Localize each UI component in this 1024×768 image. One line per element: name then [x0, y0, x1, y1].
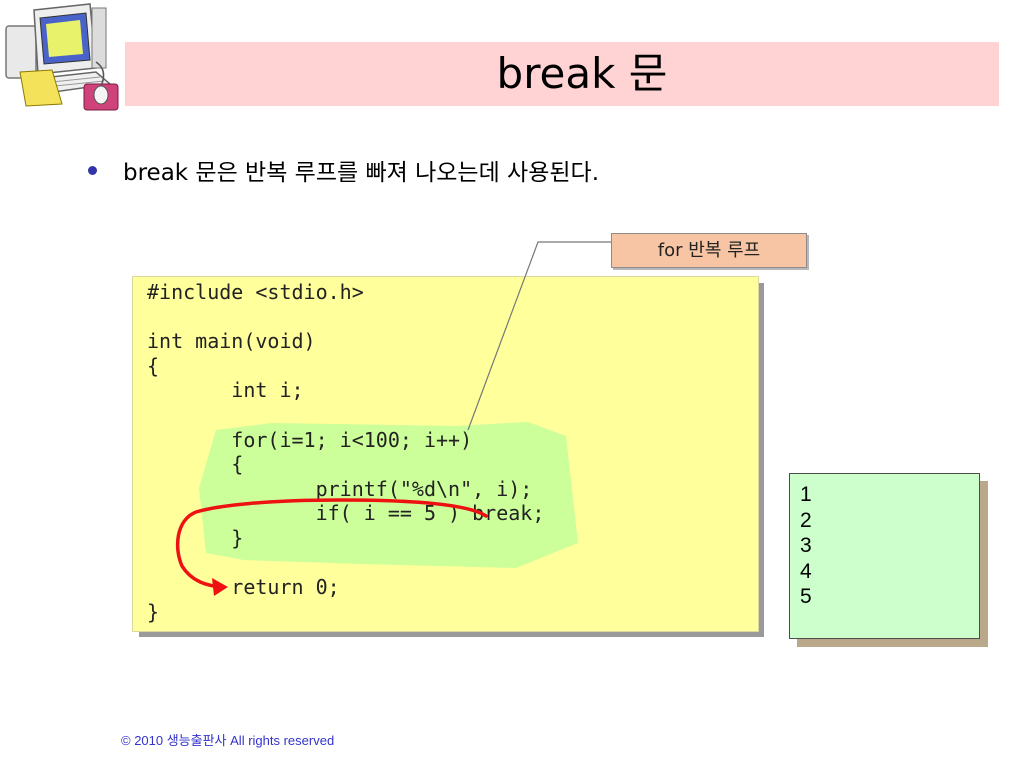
title-band: break 문 — [125, 42, 999, 106]
mouse-icon — [83, 61, 119, 111]
output-line: 2 — [800, 508, 812, 532]
slide-title: break 문 — [496, 49, 668, 98]
code-line: return 0; — [147, 575, 340, 600]
code-line: for(i=1; i<100; i++) — [147, 427, 473, 452]
bullet-text: break 문은 반복 루프를 빠져 나오는데 사용된다. — [123, 160, 600, 186]
code-line: int main(void) — [147, 329, 316, 354]
bullet-icon — [88, 166, 97, 175]
output-line: 4 — [800, 559, 812, 583]
copyright-footer: © 2010 생능출판사 All rights reserved — [121, 733, 335, 748]
output-box — [789, 473, 980, 639]
code-line: } — [147, 599, 160, 624]
output-line: 5 — [800, 585, 812, 609]
callout-leader-line — [467, 241, 611, 431]
arrow-head-icon — [212, 578, 228, 596]
program-output: 1 2 3 4 5 — [800, 482, 812, 610]
code-line: printf("%d\n", i); — [147, 476, 533, 501]
output-line: 1 — [800, 483, 812, 506]
break-flow-arrow — [175, 498, 488, 589]
output-line: 3 — [800, 534, 812, 558]
computer-icon — [5, 3, 119, 111]
code-line: } — [147, 525, 244, 550]
code-line: { — [147, 452, 244, 477]
code-block: #include <stdio.h> int main(void) { int … — [147, 280, 544, 624]
bullet-item: break 문은 반복 루프를 빠져 나오는데 사용된다. — [88, 156, 599, 190]
code-line: #include <stdio.h> — [147, 280, 364, 304]
code-line: int i; — [147, 378, 304, 403]
loop-callout-label: for 반복 루프 — [611, 233, 807, 268]
code-line: { — [147, 353, 160, 378]
